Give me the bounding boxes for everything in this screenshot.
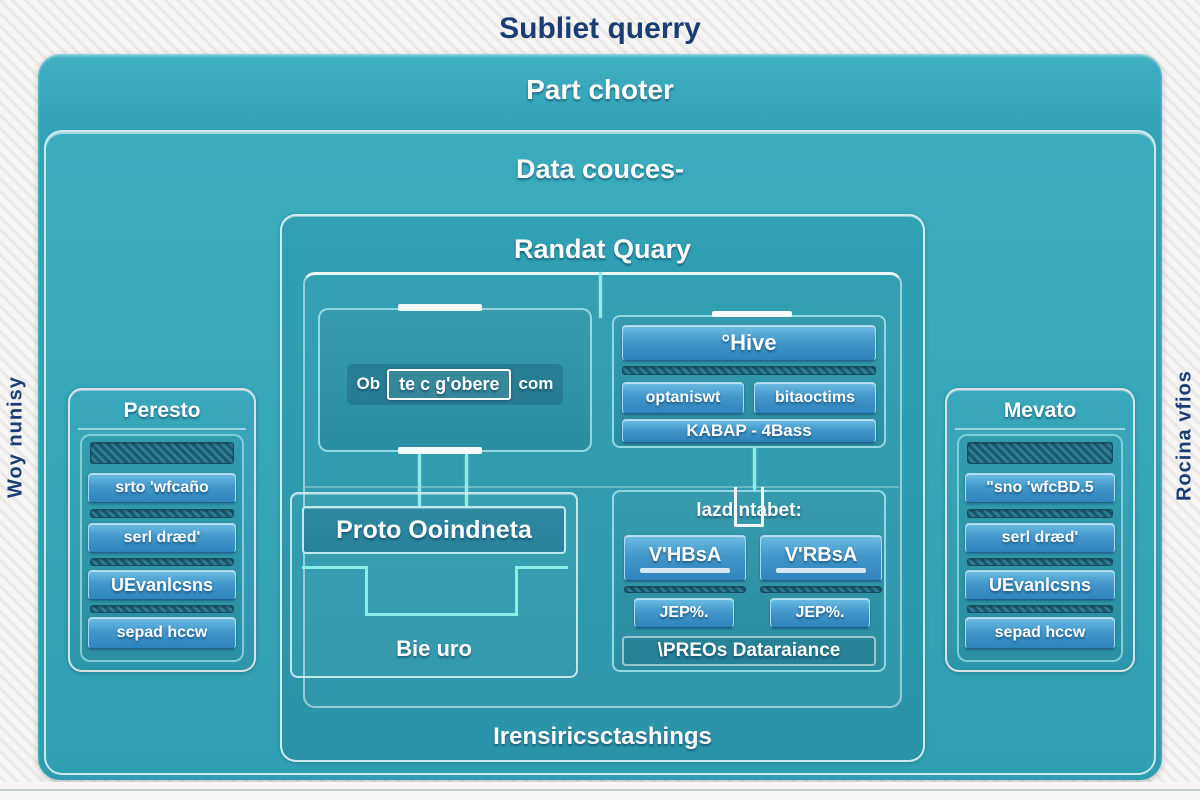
container-divider-line [305,486,899,488]
hive-divider-stripe [622,366,876,375]
hive-box-top-tab [712,311,792,317]
left-panel-item-1: srto 'wfcaño [88,473,236,503]
connector-center-vertical [599,272,602,318]
right-panel-item-4: sepad hccw [965,617,1115,649]
object-prefix-label: Ob [356,374,381,393]
connector-left-vertical-b [465,454,468,514]
object-box-top-tab [398,304,482,311]
lazd-right-button-shine [776,568,866,573]
lazd-left-small-button: JEP%. [634,598,734,628]
lazd-left-button: V'HBsA [624,535,746,581]
lazd-right-stripe [760,586,882,593]
bie-uro-box [290,492,578,678]
hive-title-button: °Hive [622,325,876,361]
right-panel-stripe-2 [967,509,1113,518]
left-panel-stripe-3 [90,558,234,566]
bottom-strip-line [0,789,1200,791]
right-panel-stripe-3 [967,558,1113,566]
proto-title-bar: Proto Ooindneta [302,506,566,554]
lazd-left-stripe [624,586,746,593]
hive-bottom-button: KABAP - 4Bass [622,419,876,443]
object-box-bottom-tab [398,447,482,454]
left-panel-item-2: serl dræd' [88,523,236,553]
proto-notch-left-segment [302,566,368,569]
connector-left-vertical-a [418,454,421,506]
hive-left-button: optaniswt [622,382,744,414]
right-panel-stripe-4 [967,605,1113,613]
object-box-content: Ob te c g'obere com [346,363,564,405]
randat-inner-container [303,272,902,708]
page-title: Subliet querry [499,12,701,45]
lazd-box [612,490,886,672]
left-panel-stripe-4 [90,605,234,613]
data-sources-title: Data couces- [515,153,685,184]
bottom-strip [0,782,1200,800]
right-panel-item-2: serl dræd' [965,523,1115,553]
right-panel-header-stripe [967,442,1113,464]
proto-notch-right-segment [515,566,568,569]
left-side-label: Woy nunisy [4,376,27,498]
part-choter-title: Part choter [526,74,674,105]
randat-footer-label: Irensiricsctashings [493,723,712,750]
bie-uro-label: Bie uro [396,636,472,661]
proto-notch-channel [365,566,518,616]
right-panel-item-3: UEvanlcsns [965,570,1115,600]
left-panel-stripe-2 [90,509,234,518]
lazd-title: lazd ntabet: [696,500,802,521]
right-side-label: Rocina vfios [1173,370,1196,502]
left-panel-header-stripe [90,442,234,464]
right-panel-title-divider [955,428,1125,430]
left-panel-item-3: UEvanlcsns [88,570,236,600]
connector-hive-vertical [753,448,756,490]
object-boxed-label: te c g'obere [387,368,512,400]
lazd-footer-bar: \PREOs Dataraiance [622,636,876,666]
lazd-left-button-shine [640,568,730,573]
object-box [318,308,592,452]
right-panel-item-1: "sno 'wfcBD.5 [965,473,1115,503]
lazd-connector-bracket [734,487,764,527]
lazd-right-button: V'RBsA [760,535,882,581]
hive-right-button: bitaoctims [754,382,876,414]
left-panel-title-divider [78,428,246,430]
randat-quary-title: Randat Quary [513,233,692,264]
object-suffix-label: com [518,374,554,393]
left-panel-title: Peresto [123,399,201,422]
right-panel-title: Mevato [1003,399,1077,422]
lazd-right-small-button: JEP%. [770,598,870,628]
left-panel-item-4: sepad hccw [88,617,236,649]
